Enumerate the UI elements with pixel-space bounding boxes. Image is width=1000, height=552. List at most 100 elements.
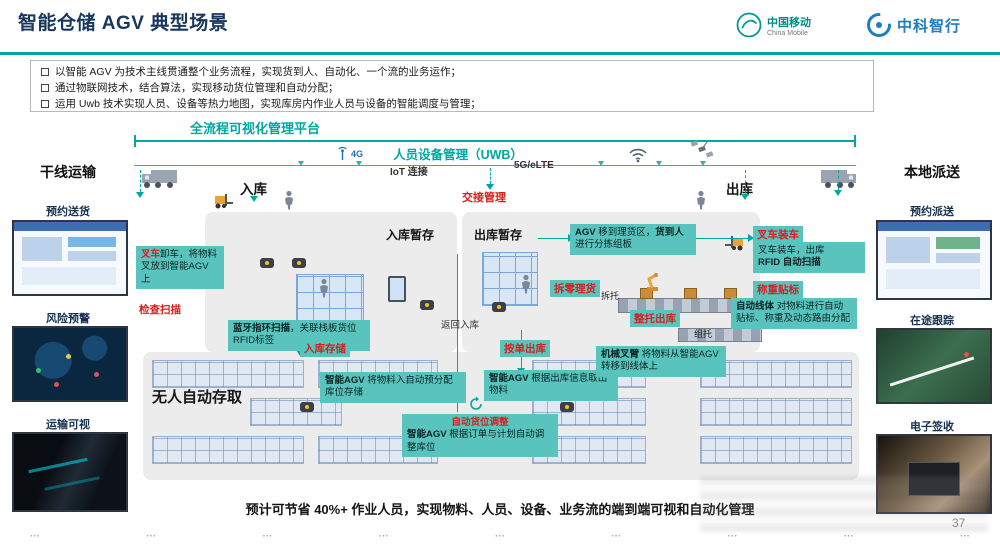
route-line: [889, 356, 975, 387]
map-dot: [94, 372, 99, 377]
pallet-out-label: 整托出库: [630, 310, 680, 327]
network-4g-label: 4G: [351, 148, 364, 159]
return-inbound-label: 返回入库: [441, 320, 480, 331]
screenshot-block: [886, 269, 980, 289]
map-dot: [36, 368, 41, 373]
annotation-keyword: 智能AGV: [325, 375, 365, 386]
china-mobile-logo-icon: [736, 12, 762, 38]
forklift-icon: [724, 234, 746, 252]
5g-tag: 5G/eLTE: [514, 160, 554, 171]
screenshot-block: [936, 253, 980, 263]
storage-rack: [700, 436, 852, 464]
footer-dots: ··· ··· ··· ··· ··· ··· ··· ··· ···: [30, 531, 970, 542]
split-pick-label: 拆零理货: [550, 280, 600, 297]
storage-rack: [152, 360, 304, 388]
bullet-square-icon: [41, 99, 49, 108]
kiosk-tablet: [388, 276, 406, 302]
flow-arrowhead: [136, 192, 144, 198]
robot-arm-icon: [642, 270, 662, 292]
depalletize-label: 拆托: [601, 291, 620, 301]
flow-line: [688, 238, 748, 239]
screenshot-header-bar: [878, 222, 990, 231]
partner-logo: 中科智行: [866, 12, 961, 38]
map-dot: [66, 354, 71, 359]
annotation-keyword: 叉车: [141, 249, 161, 260]
header-divider: [0, 52, 1000, 55]
annotation-keyword: 智能AGV: [489, 373, 529, 384]
handheld-device: [908, 462, 960, 496]
flow-line: [745, 170, 746, 194]
bullet-text: 通过物联网技术，结合算法，实现移动货位管理和自动分配；: [55, 81, 339, 94]
bullet-square-icon: [41, 68, 49, 76]
annotation-agv-pick: 智能AGV 根据出库信息取出物料: [484, 370, 618, 401]
annotation-text: 将物料入自动预分配库位存储: [325, 375, 453, 399]
annotation-keyword: 智能AGV: [407, 429, 447, 441]
worker-person-icon: [318, 278, 330, 299]
order-pick-label: 按单出库: [500, 340, 550, 357]
inbound-down-arrow: [250, 196, 258, 202]
dots: ···: [960, 531, 970, 542]
dots: ···: [495, 531, 505, 542]
annotation-truck-load: 叉车装车，出库 RFID 自动扫描: [753, 242, 865, 273]
annotation-agv-to-sorting: AGV 移到理货区，货到人 进行分拣组板: [570, 224, 696, 255]
screenshot-en-route-tracking: [876, 328, 992, 404]
network-4g-tag: 4G: [336, 146, 363, 161]
annotation-keyword: 机械叉臂: [601, 349, 640, 360]
bullet-item: 通过物联网技术，结合算法，实现移动货位管理和自动分配；: [41, 81, 863, 97]
cycle-arrow-icon: [468, 396, 484, 412]
bullet-item: 以智能 AGV 为技术主线贯通整个业务流程，实现货到人、自动化、一个流的业务运作…: [41, 65, 863, 81]
annotation-text: 将物料从智能AGV转移到线体上: [601, 349, 719, 373]
china-mobile-name-en: China Mobile: [767, 29, 808, 37]
bullet-text: 运用 Uwb 技术实现人员、设备等热力地图，实现库房内作业人员与设备的智能调度与…: [55, 97, 481, 110]
annotation-text: 根据出库信息取出物料: [489, 373, 608, 397]
agv-robot: [492, 302, 506, 312]
panel-label-delivery-booking: 预约送货: [46, 206, 90, 218]
agv-robot: [300, 402, 314, 412]
china-mobile-logo: 中国移动 China Mobile: [736, 12, 811, 38]
annotation-text: 根据订单与计划自动调整库位: [407, 429, 545, 453]
screenshot-header-bar: [14, 222, 126, 231]
uwb-down-arrow: [356, 161, 362, 166]
screenshot-block: [886, 237, 930, 263]
partner-logo-icon: [867, 13, 891, 37]
dots: ···: [727, 531, 738, 542]
panel-label-en-route-tracking: 在途跟踪: [910, 315, 954, 327]
screenshot-accent: [28, 457, 88, 474]
dots: ···: [146, 531, 157, 542]
truck-load-label: 叉车装车: [753, 226, 803, 243]
inbound-staging-label: 入库暂存: [386, 228, 435, 242]
flow-line: [490, 168, 491, 184]
platform-span-tick-right: [854, 135, 856, 147]
inbound-store-label: 入库存储: [300, 340, 350, 357]
annotation-keyword: 自动线体: [736, 301, 775, 312]
annotation-text: 对物料进行自动贴标、称重及动态路由分配: [736, 301, 851, 325]
partner-name: 中科智行: [897, 17, 962, 35]
screenshot-delivery-booking: [12, 220, 128, 296]
panel-label-transport-visibility: 运输可视: [46, 419, 90, 431]
bullet-square-icon: [41, 83, 49, 92]
agv-robot: [292, 258, 306, 268]
screenshot-block: [22, 267, 116, 285]
worker-person-icon: [520, 274, 532, 295]
flow-line: [140, 170, 141, 192]
panel-label-e-signature: 电子签收: [910, 421, 954, 433]
agv-robot: [420, 300, 434, 310]
handover-management-label: 交接管理: [462, 192, 506, 204]
storage-rack: [152, 436, 304, 464]
worker-person-icon: [695, 190, 707, 211]
screenshot-risk-alert: [12, 326, 128, 402]
flow-arrowhead: [748, 234, 754, 242]
annotation-bluetooth-scan: 蓝牙指环扫描，关联栈板货位RFID标签: [228, 320, 370, 351]
palletize-label: 组托: [694, 329, 713, 339]
dots: ···: [378, 531, 389, 542]
uwb-down-arrow: [598, 161, 604, 166]
annotation-agv-store: 智能AGV 将物料入自动预分配库位存储: [320, 372, 466, 403]
agv-robot: [560, 402, 574, 412]
carton-box: [724, 288, 737, 299]
slot-adjust-label: 自动货位调整: [451, 417, 509, 428]
summary-bullets-box: 以智能 AGV 为技术主线贯通整个业务流程，实现货到人、自动化、一个流的业务运作…: [30, 60, 874, 112]
flow-arrowhead: [741, 194, 749, 200]
screenshot-dispatch-booking: [876, 220, 992, 300]
truck-outbound-icon: [820, 166, 860, 190]
uwb-management-label: 人员设备管理（UWB）: [393, 148, 523, 162]
